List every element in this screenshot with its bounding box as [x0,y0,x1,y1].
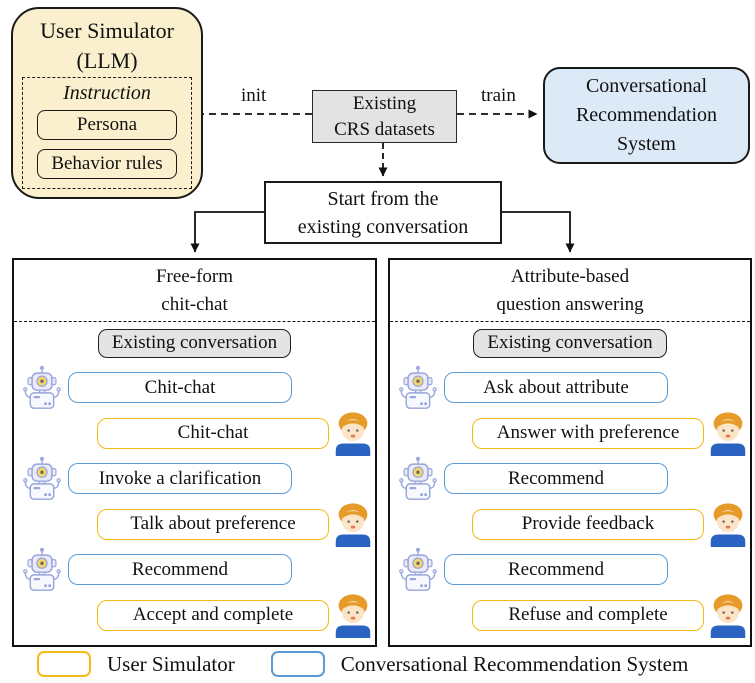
message-row: Recommend [390,456,750,502]
train-edge-label: train [481,85,516,106]
panel-title-line2: question answering [496,293,644,315]
panel-title: Free-form chit-chat [14,260,375,322]
message-row: Refuse and complete [390,593,750,639]
message-rows: Chit-chat Chit-chat Invoke a clarificati… [14,365,375,639]
message-row: Recommend [14,547,375,593]
user-avatar-icon [707,592,749,639]
panel-title-line1: Attribute-based [510,265,630,287]
system-bubble: Recommend [444,463,668,495]
panel-title-line2: chit-chat [161,293,228,315]
legend-user-simulator-label: User Simulator [107,651,235,676]
message-row: Answer with preference [390,411,750,457]
user-bubble: Chit-chat [97,417,329,449]
existing-conversation-chip: Existing conversation [97,329,292,358]
chip-row: Existing conversation [14,322,375,365]
system-bubble: Recommend [444,554,668,586]
user-bubble: Answer with preference [472,417,704,449]
system-bubble: Ask about attribute [444,372,668,404]
robot-icon [395,456,441,501]
user-avatar-icon [332,410,374,457]
user-simulator-title-line1: User Simulator [40,18,174,43]
persona-box: Persona [37,110,177,140]
user-simulator-title: User Simulator (LLM) [13,9,201,75]
crs-system-box: Conversational Recommendation System [543,67,750,164]
message-row: Accept and complete [14,593,375,639]
start-box-line1: Start from the [327,187,439,210]
start-box-line2: existing conversation [297,215,469,238]
robot-icon [395,365,441,410]
panel-attribute-qa: Attribute-based question answering Exist… [388,258,752,647]
behavior-rules-box: Behavior rules [37,149,177,179]
message-row: Chit-chat [14,411,375,457]
message-rows: Ask about attribute Answer with preferen… [390,365,750,639]
user-bubble: Provide feedback [472,508,704,540]
message-row: Recommend [390,547,750,593]
legend-crs-swatch [270,651,325,677]
panel-freeform-chitchat: Free-form chit-chat Existing conversatio… [12,258,377,647]
init-edge-label: init [241,85,267,106]
user-avatar-icon [332,501,374,548]
panel-title: Attribute-based question answering [390,260,750,322]
instruction-group: Instruction Persona Behavior rules [22,77,192,189]
existing-crs-datasets-box: Existing CRS datasets [312,90,457,143]
user-simulator-box: User Simulator (LLM) Instruction Persona… [11,7,203,199]
system-bubble: Invoke a clarification [68,463,292,495]
chip-row: Existing conversation [390,322,750,365]
robot-icon [19,547,65,592]
user-avatar-icon [707,410,749,457]
user-bubble: Talk about preference [97,508,329,540]
crs-line1: Conversational [585,75,708,97]
legend: User Simulator Conversational Recommenda… [0,651,755,677]
message-row: Invoke a clarification [14,456,375,502]
existing-conversation-chip: Existing conversation [473,329,667,358]
robot-icon [19,365,65,410]
user-avatar-icon [332,592,374,639]
message-row: Chit-chat [14,365,375,411]
user-bubble: Accept and complete [97,599,329,631]
system-bubble: Recommend [68,554,292,586]
crs-line3: System [617,133,676,155]
robot-icon [395,547,441,592]
user-bubble: Refuse and complete [472,599,704,631]
instruction-label: Instruction [63,82,151,104]
user-avatar-icon [707,501,749,548]
system-bubble: Chit-chat [68,372,292,404]
legend-crs-label: Conversational Recommendation System [340,651,689,676]
crs-line2: Recommendation [575,104,718,126]
user-simulator-title-line2: (LLM) [76,47,138,73]
message-row: Provide feedback [390,502,750,548]
datasets-line1: Existing [352,93,417,115]
start-box: Start from the existing conversation [264,181,502,244]
message-row: Talk about preference [14,502,375,548]
datasets-line2: CRS datasets [334,118,435,140]
panel-title-line1: Free-form [155,265,234,287]
message-row: Ask about attribute [390,365,750,411]
robot-icon [19,456,65,501]
legend-user-simulator-swatch [37,651,91,677]
